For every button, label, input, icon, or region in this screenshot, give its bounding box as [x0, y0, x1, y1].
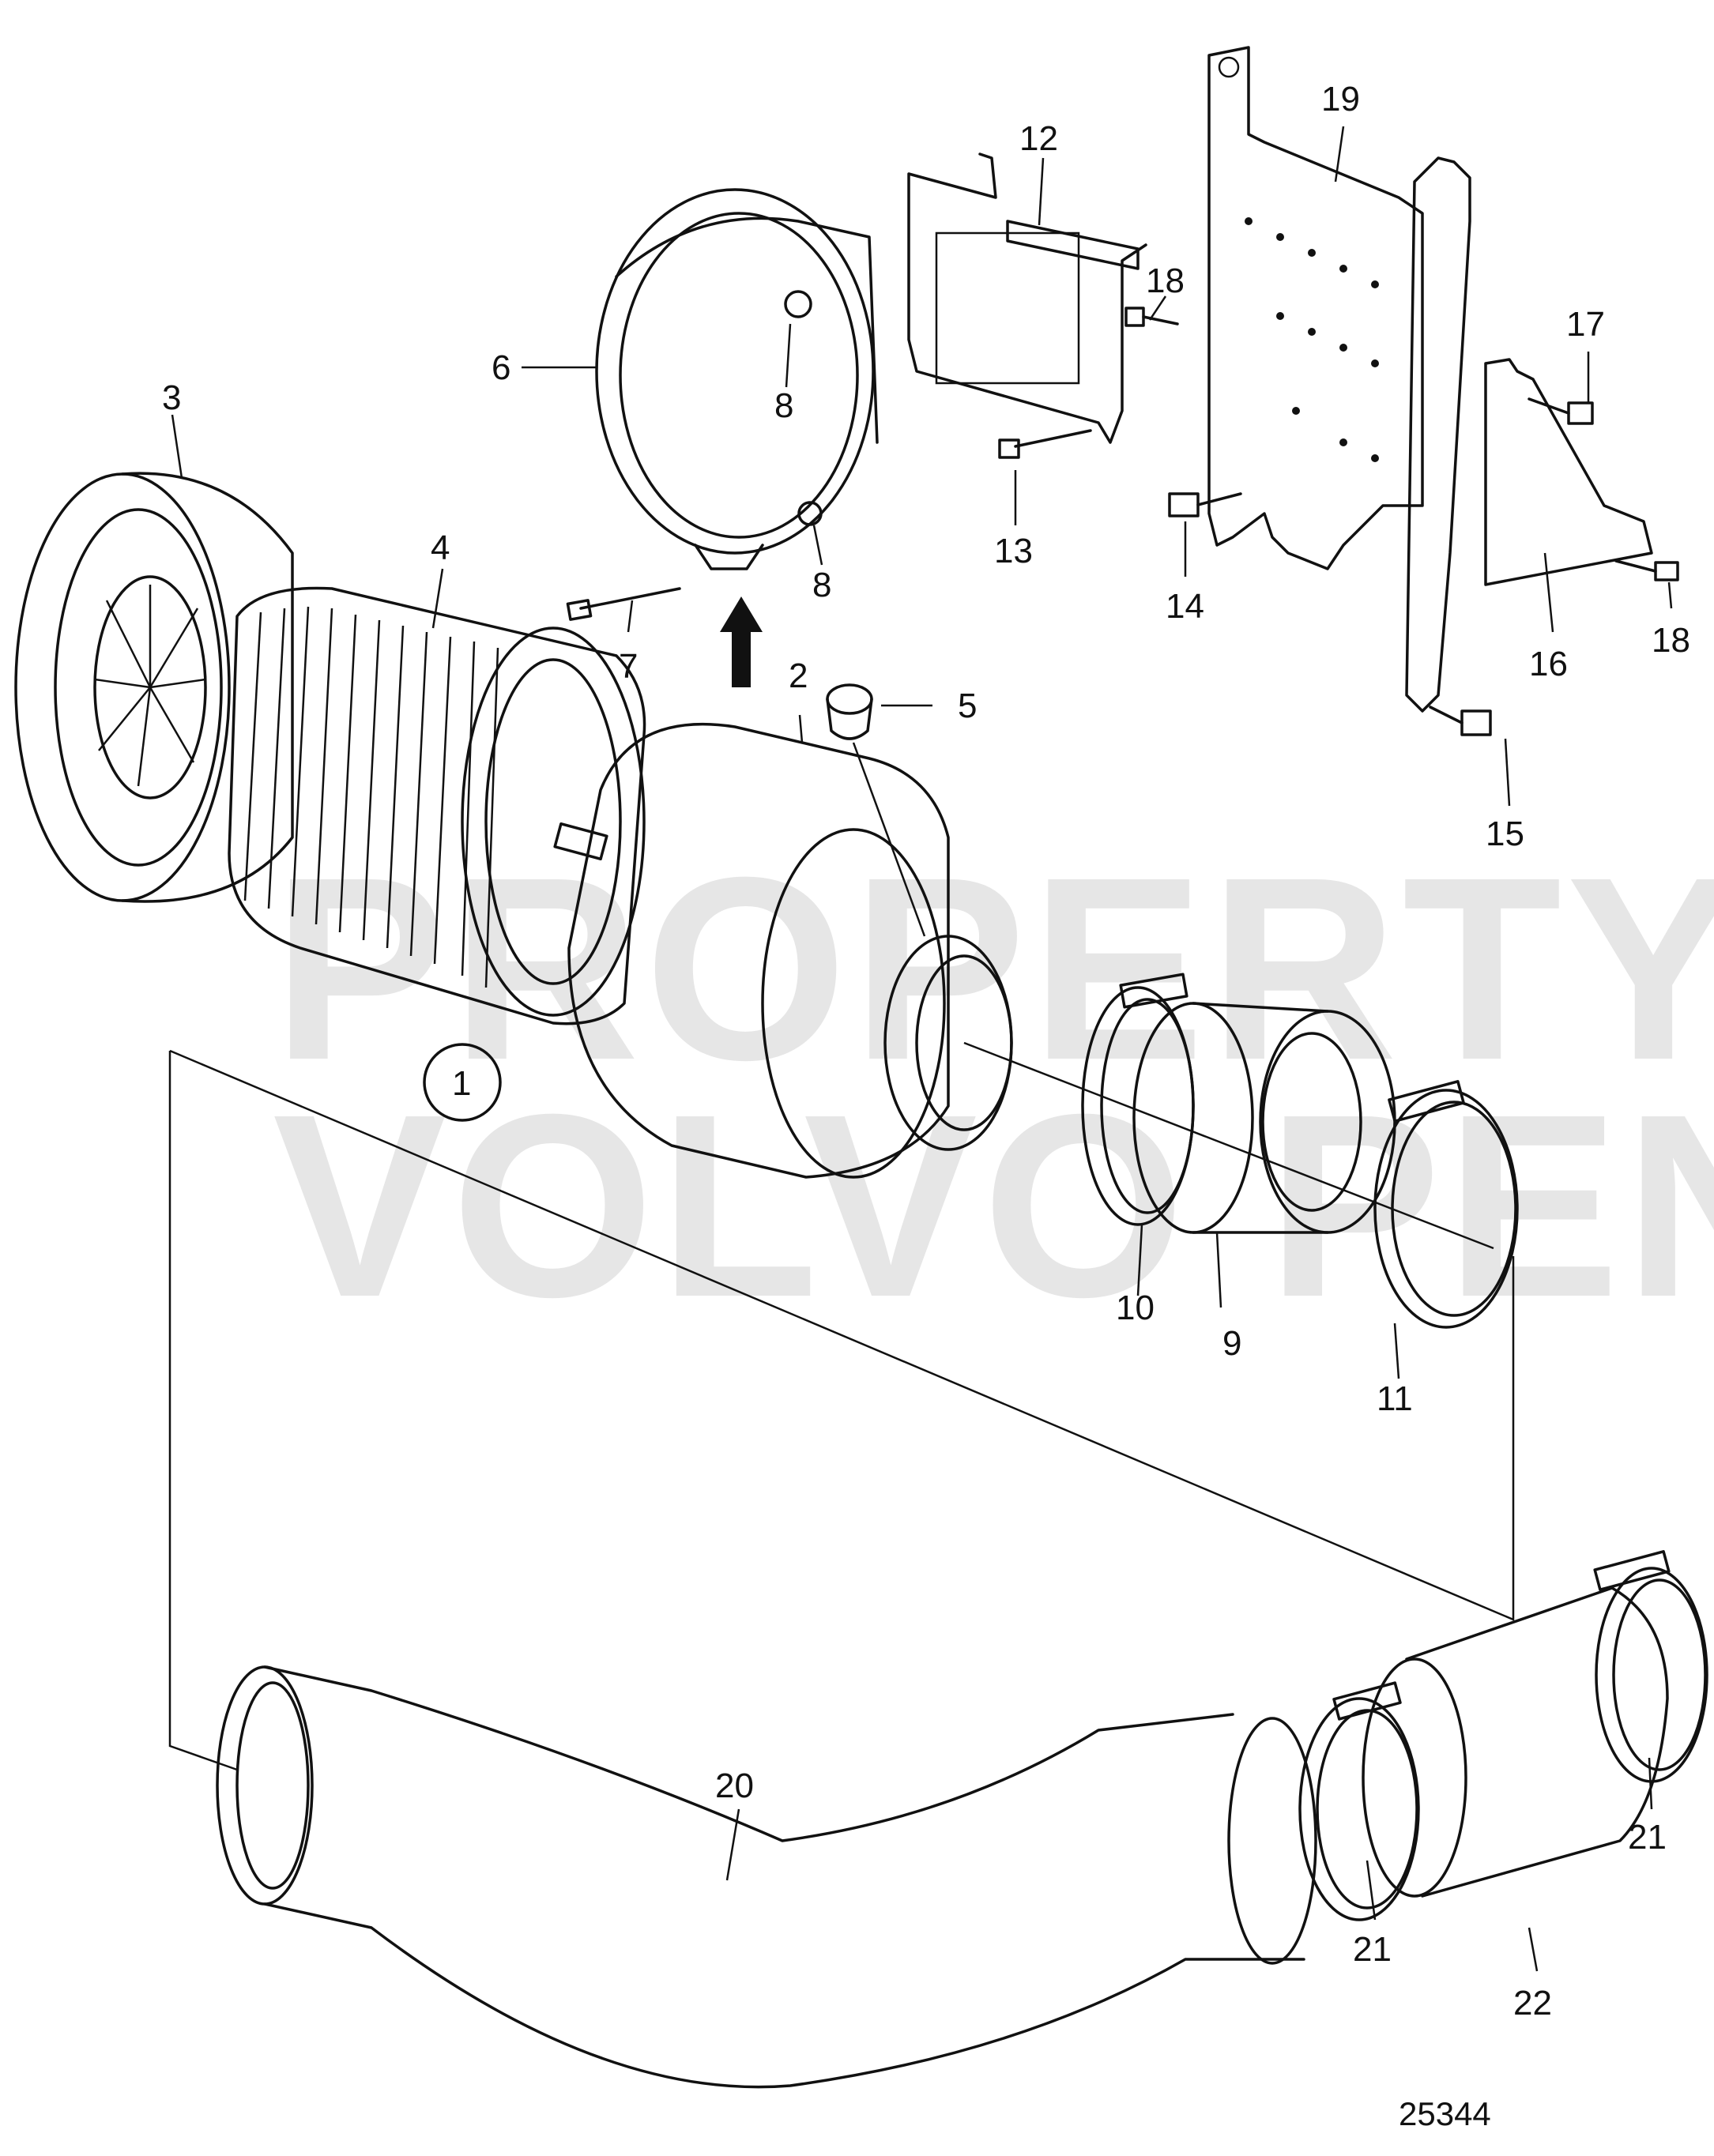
end-cover-fins [94, 585, 206, 787]
callout-17: 17 [1566, 305, 1605, 344]
assembly-outline [168, 1049, 1515, 1771]
callout-5: 5 [958, 687, 977, 725]
figure-number: 25344 [1399, 2095, 1491, 2132]
bolt-17 [1528, 397, 1594, 425]
mounting-bracket [907, 152, 1147, 444]
callout-12: 12 [1019, 119, 1058, 158]
callout-15: 15 [1486, 815, 1524, 853]
hose-clamp-21-right [1593, 1550, 1708, 1783]
hose-clamp-inlet [1081, 973, 1195, 1226]
mounting-band [595, 188, 879, 570]
callout-11: 11 [1377, 1379, 1413, 1418]
mounting-plate-holes [1245, 217, 1379, 462]
callout-7: 7 [619, 647, 638, 686]
service-indicator [826, 683, 873, 740]
nut-8-lower [797, 501, 823, 526]
air-filter-housing [553, 723, 1013, 1179]
end-cover [14, 472, 294, 903]
callout-20: 20 [715, 1767, 754, 1805]
callout-6: 6 [492, 348, 510, 387]
callout-21-left: 21 [1353, 1930, 1392, 1969]
callout-21-right: 21 [1628, 1818, 1667, 1857]
callout-3: 3 [162, 378, 181, 417]
callout-10: 10 [1116, 1289, 1155, 1327]
bolt-15 [1429, 705, 1492, 736]
callout-18-left: 18 [1146, 262, 1185, 300]
hose-adapter [1132, 1002, 1396, 1234]
hose-clamp-21-left [1298, 1681, 1420, 1921]
assembly-direction-arrow [720, 596, 763, 687]
centerline-hose [963, 1041, 1494, 1250]
callout-4: 4 [431, 529, 450, 567]
leader-5-hole [852, 742, 926, 937]
bolt-13 [998, 429, 1092, 459]
intake-pipe [216, 1665, 1317, 2089]
callout-8-lower: 8 [812, 566, 831, 604]
callout-19: 19 [1321, 80, 1360, 119]
filter-element [228, 586, 646, 1025]
callout-13: 13 [994, 532, 1033, 570]
callout-14: 14 [1166, 587, 1204, 626]
connector-hose [1362, 1586, 1669, 1898]
callout-22: 22 [1513, 1984, 1552, 2022]
bolt-7 [566, 587, 681, 621]
bolt-18-left [1124, 307, 1179, 327]
watermark-line-2: VOLVO PENTA [273, 1059, 1714, 1351]
callout-8-upper: 8 [774, 386, 793, 425]
mounting-plate [1207, 46, 1424, 570]
callout-9: 9 [1222, 1324, 1241, 1363]
callout-1: 1 [452, 1064, 471, 1103]
nut-8-upper [784, 290, 812, 318]
side-bracket [1405, 156, 1653, 713]
filter-pleats [243, 606, 499, 988]
bolt-18-right [1614, 559, 1679, 581]
callout-18-right: 18 [1652, 621, 1690, 660]
assembly-callout-circle [423, 1043, 502, 1122]
callout-2: 2 [789, 657, 808, 695]
bolt-14 [1168, 492, 1242, 517]
callout-16: 16 [1529, 645, 1568, 683]
